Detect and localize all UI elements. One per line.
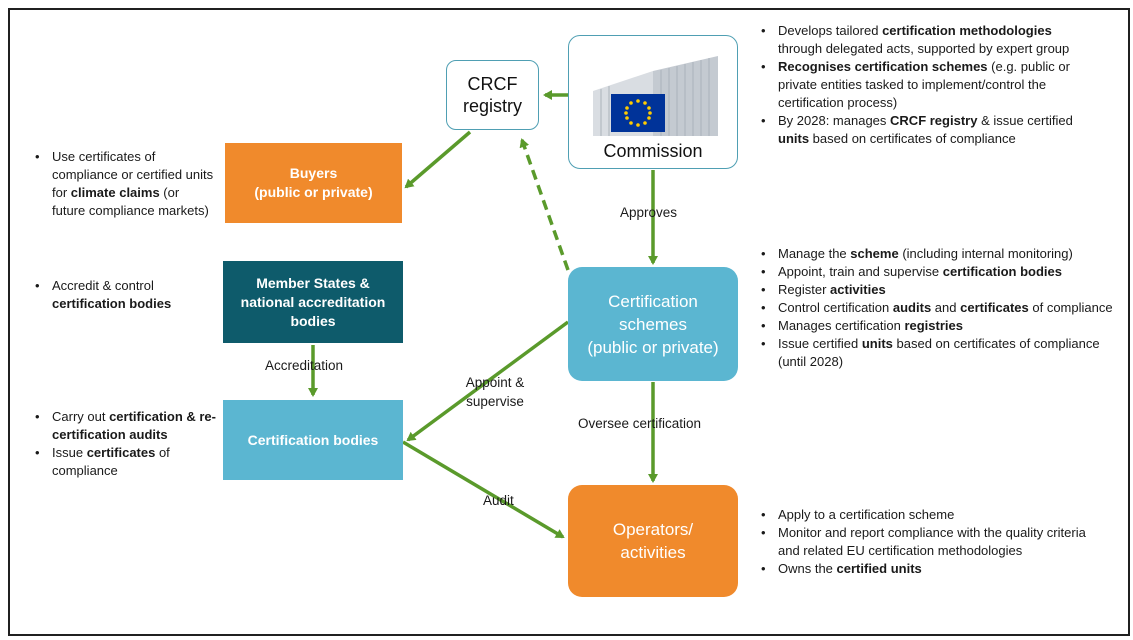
label-audit: Audit	[483, 493, 514, 508]
note-item: Control certification audits and certifi…	[756, 299, 1121, 317]
note-bold-text: certification bodies	[52, 296, 172, 311]
note-text: Appoint, train and supervise	[778, 264, 943, 279]
operators-notes: Apply to a certification schemeMonitor a…	[756, 506, 1106, 578]
eu-flag-icon	[611, 94, 665, 132]
note-text: Use certificates of compliance or certif…	[52, 149, 214, 200]
note-item: Accredit & control certification bodies	[30, 277, 215, 313]
schemes-line3: (public or private)	[587, 337, 719, 357]
buyers-box: Buyers (public or private)	[225, 143, 402, 223]
note-item: Monitor and report compliance with the q…	[756, 524, 1106, 560]
note-text: Control certification	[778, 300, 893, 315]
note-item: Manage the scheme (including internal mo…	[756, 245, 1121, 263]
certification-bodies-label: Certification bodies	[247, 432, 379, 448]
note-item: Appoint, train and supervise certificati…	[756, 263, 1121, 281]
note-text: through delegated acts, supported by exp…	[778, 41, 1070, 56]
buyers-line2: (public or private)	[254, 184, 373, 200]
note-bold-text: certificates	[86, 445, 156, 460]
crcf-registry-line1: CRCF	[467, 74, 518, 94]
note-text: Apply to a certification scheme	[778, 507, 955, 522]
note-text: Manage the	[778, 246, 851, 261]
note-bold-text: units	[778, 131, 810, 146]
note-text: based on certificates of compliance (unt…	[778, 336, 1100, 369]
note-text: By 2028: manages	[778, 113, 891, 128]
note-bold-text: certification & re-certification audits	[52, 409, 216, 442]
member-states-line3: bodies	[290, 312, 336, 329]
note-item: Use certificates of compliance or certif…	[30, 148, 215, 220]
note-text: of compliance	[52, 445, 170, 478]
note-text: Register	[778, 282, 831, 297]
note-text: (or future compliance markets)	[52, 185, 209, 218]
note-text: (including internal monitoring)	[898, 246, 1073, 261]
crcf-registry-box: CRCF registry	[446, 60, 539, 130]
note-text: Owns the	[778, 561, 837, 576]
label-appoint-line2: supervise	[466, 394, 524, 409]
note-text: & issue certified	[977, 113, 1073, 128]
note-item: Issue certified units based on certifica…	[756, 335, 1121, 371]
note-text: of compliance	[1028, 300, 1113, 315]
operators-line1: Operators/	[612, 520, 694, 539]
note-text: and	[931, 300, 961, 315]
certification-bodies-notes: Carry out certification & re-certificati…	[30, 408, 220, 480]
note-bold-text: certification bodies	[942, 264, 1062, 279]
note-bold-text: certified units	[836, 561, 922, 576]
label-accreditation: Accreditation	[265, 358, 344, 373]
note-item: Carry out certification & re-certificati…	[30, 408, 220, 444]
berlaymont-building-icon	[593, 56, 718, 136]
schemes-notes: Manage the scheme (including internal mo…	[756, 245, 1121, 371]
note-bold-text: certificates	[960, 300, 1029, 315]
note-bold-text: Recognises certification schemes	[778, 59, 988, 74]
label-appoint-supervise: Appoint & supervise	[455, 373, 535, 411]
note-text: Issue	[52, 445, 87, 460]
note-text: Develops tailored	[778, 23, 883, 38]
note-text: Issue certified	[778, 336, 862, 351]
note-bold-text: activities	[830, 282, 886, 297]
note-item: Develops tailored certification methodol…	[756, 22, 1086, 58]
note-item: Apply to a certification scheme	[756, 506, 1106, 524]
note-bold-text: audits	[892, 300, 932, 315]
buyers-notes: Use certificates of compliance or certif…	[30, 148, 215, 220]
note-bold-text: units	[861, 336, 893, 351]
note-text: Accredit & control	[52, 278, 154, 293]
label-approves: Approves	[620, 205, 678, 220]
note-bold-text: scheme	[850, 246, 899, 261]
member-states-box: Member States & national accreditation b…	[223, 261, 403, 343]
note-text: Monitor and report compliance with the q…	[778, 525, 1086, 558]
member-states-line1: Member States &	[256, 274, 370, 291]
commission-label: Commission	[603, 141, 703, 161]
note-item: Register activities	[756, 281, 1121, 299]
operators-line2: activities	[620, 543, 686, 562]
certification-bodies-box: Certification bodies	[223, 400, 403, 480]
note-text: based on certificates of compliance	[809, 131, 1016, 146]
member-states-line2: national accreditation	[240, 293, 386, 310]
label-appoint-line1: Appoint &	[465, 375, 525, 390]
note-text: Manages certification	[778, 318, 905, 333]
note-item: By 2028: manages CRCF registry & issue c…	[756, 112, 1086, 148]
note-text: (e.g. public or private entities tasked …	[778, 59, 1070, 110]
note-bold-text: climate claims	[70, 185, 160, 200]
certification-schemes-box: Certification schemes (public or private…	[568, 267, 738, 381]
note-bold-text: CRCF registry	[890, 113, 978, 128]
commission-box: Commission	[568, 35, 738, 169]
member-states-notes: Accredit & control certification bodies	[30, 277, 215, 313]
note-bold-text: certification methodologies	[882, 23, 1052, 38]
note-item: Owns the certified units	[756, 560, 1106, 578]
label-oversee-certification: Oversee certification	[578, 416, 702, 431]
schemes-line1: Certification	[608, 291, 698, 311]
crcf-registry-line2: registry	[462, 96, 522, 116]
buyers-line1: Buyers	[289, 165, 338, 181]
operators-box: Operators/ activities	[568, 485, 738, 597]
note-item: Recognises certification schemes (e.g. p…	[756, 58, 1086, 112]
commission-notes: Develops tailored certification methodol…	[756, 22, 1086, 148]
schemes-line2: schemes	[618, 314, 688, 334]
note-bold-text: registries	[904, 318, 963, 333]
note-item: Issue certificates of compliance	[30, 444, 220, 480]
note-text: Carry out	[52, 409, 110, 424]
note-item: Manages certification registries	[756, 317, 1121, 335]
